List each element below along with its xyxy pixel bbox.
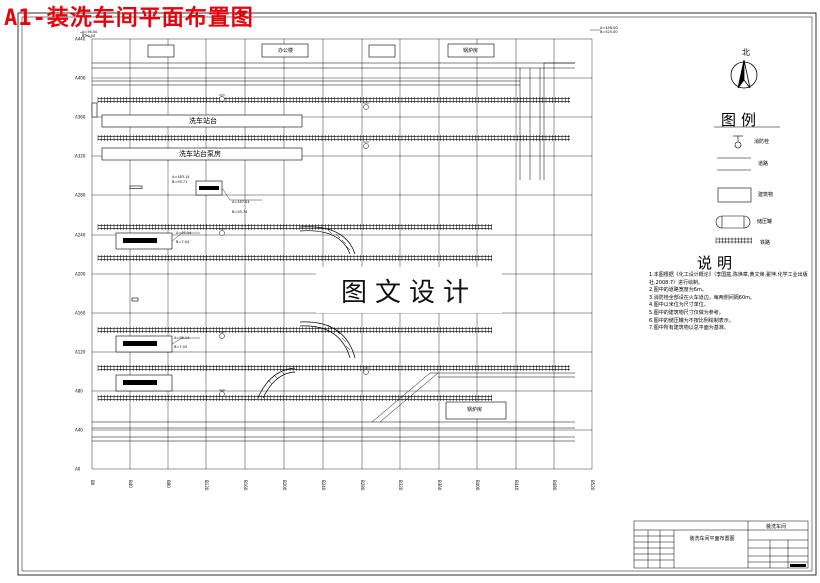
marker-small-1 <box>129 185 143 189</box>
boiler-room-bottom <box>445 401 507 420</box>
svg-text:B520: B520 <box>590 480 595 491</box>
legend-title: 图例 <box>721 111 762 129</box>
note-item: 5.图中的建筑物尺寸仅做为参考。 <box>649 309 724 316</box>
svg-text:B120: B120 <box>204 480 209 491</box>
svg-text:B=0.00: B=0.00 <box>82 34 95 38</box>
svg-text:B440: B440 <box>514 480 519 491</box>
svg-text:B320: B320 <box>398 480 403 491</box>
watermark: 图文设计 <box>316 267 502 313</box>
building-icon <box>717 187 752 203</box>
svg-text:A200: A200 <box>75 272 86 277</box>
roads <box>92 62 575 442</box>
north-label: 北 <box>742 48 750 57</box>
wash-platform <box>101 114 303 128</box>
note-item: 4.图中以米位为尺寸单位。 <box>649 302 709 309</box>
inner-border <box>21 16 813 572</box>
svg-text:A40: A40 <box>75 428 83 433</box>
legend-label-tank: 储压罐 <box>757 219 773 225</box>
small-building-mid <box>368 44 396 58</box>
svg-text:B400: B400 <box>475 480 480 491</box>
plan-hydrants <box>219 94 369 397</box>
title-block-mark <box>790 564 806 567</box>
legend-label-building: 建筑物 <box>758 192 774 198</box>
svg-text:A120: A120 <box>75 350 86 355</box>
notes-title: 说明 <box>697 254 738 272</box>
tank-icon <box>715 215 751 229</box>
wash-platform-pump <box>101 147 303 161</box>
svg-text:B240: B240 <box>321 480 326 491</box>
coordinate-grid <box>91 38 593 470</box>
svg-text:A=98.14: A=98.14 <box>174 336 190 340</box>
title-block-drawing-name: 装洗车间平面布置图 <box>689 536 735 542</box>
boiler-room-bottom-label: 锅炉房 <box>467 407 483 413</box>
office-building <box>261 43 309 58</box>
svg-text:A0: A0 <box>75 467 81 472</box>
svg-text:A280: A280 <box>75 193 86 198</box>
svg-text:B=93.74: B=93.74 <box>232 210 248 214</box>
svg-text:B280: B280 <box>360 480 365 491</box>
platform-label: 洗车站台 <box>189 117 217 125</box>
note-item: 6.图中的储压罐为不按比例绘制表示。 <box>649 317 734 324</box>
svg-text:A360: A360 <box>75 115 86 120</box>
hydrant-icon <box>733 135 743 149</box>
legend-label-road: 道路 <box>758 161 769 167</box>
title-block <box>633 520 809 569</box>
svg-text:B=525.00: B=525.00 <box>600 30 618 34</box>
svg-text:A240: A240 <box>75 233 86 238</box>
svg-text:B360: B360 <box>437 480 442 491</box>
svg-text:B200: B200 <box>282 480 287 491</box>
leader-lines <box>79 29 600 345</box>
note-item: 2.图中的道路宽度为6m。 <box>649 287 707 294</box>
svg-text:B0: B0 <box>90 480 95 486</box>
note-item: 7.图中所有建筑物以总平面为基准。 <box>649 325 729 332</box>
marker-small-2 <box>131 297 139 302</box>
coordinate-annotations: A=56.00B=0.00 A=446.00B=525.00 A=183.14B… <box>82 26 618 349</box>
svg-text:B=7.04: B=7.04 <box>174 345 188 349</box>
notes-list: 1.本图根据《化工设计概论》（李国庭,陈焕章,黄文焕,翟萍.化学工业出版社,20… <box>649 272 809 333</box>
svg-text:B40: B40 <box>128 480 133 488</box>
legend-label-rail: 铁路 <box>760 240 771 246</box>
note-item: 1.本图根据《化工设计概论》（李国庭,陈焕章,黄文焕,翟萍.化学工业出版社,20… <box>649 272 808 286</box>
road-icon <box>717 157 751 171</box>
svg-text:B=93.71: B=93.71 <box>172 180 187 184</box>
grid-coordinate-labels: A440A400A360A320A280A240A200A160A120A80A… <box>75 37 595 491</box>
svg-text:B=7.04: B=7.04 <box>176 240 190 244</box>
svg-text:A80: A80 <box>75 389 83 394</box>
boiler-room-top-label: 锅炉房 <box>463 48 479 54</box>
platform-pump-label: 洗车站台泵房 <box>179 150 221 158</box>
svg-text:A320: A320 <box>75 154 86 159</box>
shed-equipment <box>123 186 219 385</box>
svg-text:B480: B480 <box>552 480 557 491</box>
railway-tracks <box>97 97 570 401</box>
svg-text:A=446.00: A=446.00 <box>600 26 618 30</box>
svg-text:A=97.14: A=97.14 <box>176 231 192 235</box>
small-building-left <box>147 44 175 58</box>
rail-icon <box>715 237 752 244</box>
title-block-header: 装洗车间 <box>766 524 787 530</box>
spur-ties <box>267 229 351 385</box>
svg-text:B80: B80 <box>166 480 171 488</box>
page-title: A1-装洗车间平面布置图 <box>4 6 254 31</box>
north-arrow-icon <box>730 59 758 89</box>
svg-text:A=56.00: A=56.00 <box>82 30 97 34</box>
svg-text:A=187.04: A=187.04 <box>232 200 250 204</box>
outer-border <box>17 12 817 576</box>
svg-text:B160: B160 <box>243 480 248 491</box>
svg-text:A440: A440 <box>75 37 86 42</box>
svg-text:A400: A400 <box>75 76 86 81</box>
svg-text:A=183.14: A=183.14 <box>172 175 190 179</box>
note-item: 3.消防栓全部设在火车道边，每两侧间隔60m。 <box>649 294 756 301</box>
buildings <box>91 43 507 420</box>
svg-text:A160: A160 <box>75 311 86 316</box>
office-label: 办公楼 <box>278 48 294 54</box>
legend-label-hydrant: 消防栓 <box>754 139 770 145</box>
boiler-room-top <box>447 43 495 58</box>
marker-small-3 <box>91 102 98 118</box>
